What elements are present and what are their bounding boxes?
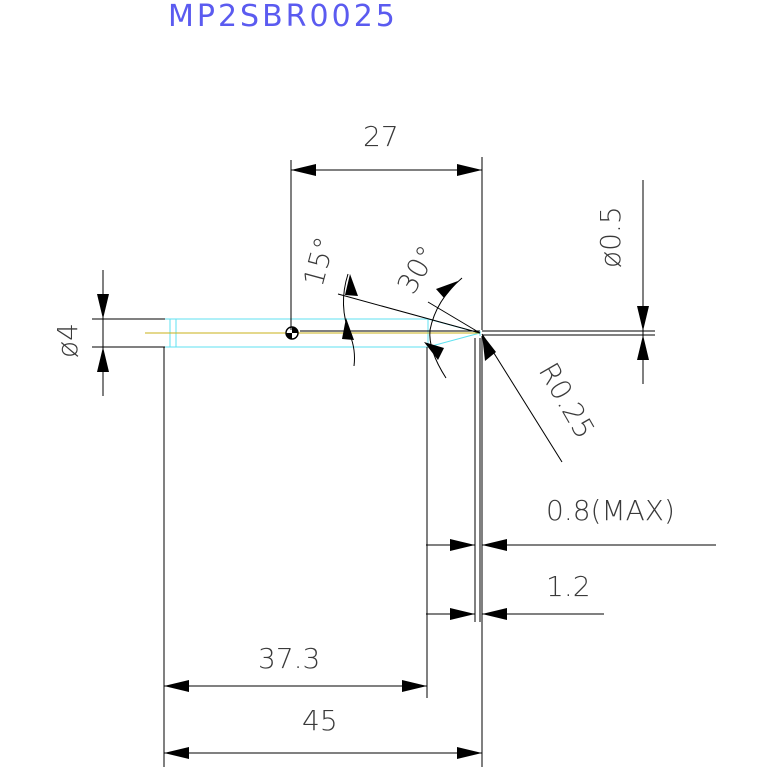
dimension-37-3: 37.3: [163, 347, 428, 767]
angle-15: 15°: [297, 233, 481, 367]
dimension-0-8-max: 0.8(MAX): [426, 338, 716, 622]
dimension-45-label: 45: [302, 704, 338, 737]
dimension-dia-0-5-label: ø0.5: [594, 206, 627, 268]
angle-30-label: 30°: [390, 240, 443, 299]
dimension-r-0-25: R0.25: [481, 333, 601, 463]
dimension-dia-4: ø4: [51, 270, 165, 396]
dimension-0-8-max-label: 0.8(MAX): [546, 494, 675, 527]
dimension-1-2: 1.2: [426, 570, 604, 620]
dimension-27-label: 27: [363, 120, 399, 153]
reference-point-icon: [285, 326, 299, 340]
dimension-dia-0-5: ø0.5: [482, 180, 655, 384]
dimension-27: 27: [290, 120, 483, 330]
dimension-45: 45: [164, 336, 483, 767]
dimension-37-3-label: 37.3: [258, 642, 320, 675]
drawing-title: MP2SBR0025: [168, 0, 398, 34]
angle-30: 30°: [390, 240, 481, 379]
dimension-dia-4-label: ø4: [51, 323, 84, 358]
angle-15-label: 15°: [297, 233, 342, 289]
dimension-1-2-label: 1.2: [546, 570, 591, 603]
